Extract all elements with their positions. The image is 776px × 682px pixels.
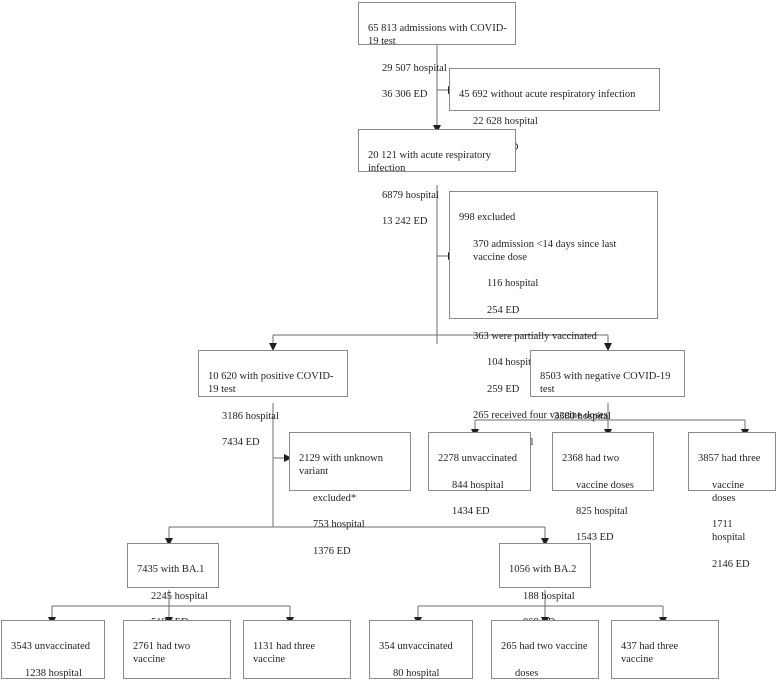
node-line: 8503 with negative COVID-19 test <box>540 371 671 396</box>
node-line: 65 813 admissions with COVID-19 test <box>368 23 507 48</box>
node-with-acute-respiratory-infection: 20 121 with acute respiratory infection … <box>358 129 516 227</box>
node-line: 80 hospital <box>393 667 440 679</box>
node-positive-covid-test: 10 620 with positive COVID-19 test 3186 … <box>198 350 348 448</box>
node-line: 354 unvaccinated <box>379 641 453 653</box>
node-line: doses <box>621 680 710 682</box>
node-line: vaccine doses <box>712 479 745 504</box>
node-line: 363 were partially vaccinated <box>473 331 597 343</box>
node-ba1-unvaccinated: 3543 unvaccinated 1238 hospital 2305 ED <box>1 620 105 679</box>
node-line: 104 hospital <box>487 357 539 369</box>
node-line: 844 hospital <box>452 479 504 491</box>
node-line: 20 121 with acute respiratory infection <box>368 150 492 175</box>
node-line: 254 ED <box>487 304 520 316</box>
node-line: 7435 with BA.1 <box>137 564 205 576</box>
node-line: 10 620 with positive COVID-19 test <box>208 371 334 396</box>
node-line: 1238 hospital <box>25 667 82 679</box>
node-line: 2146 ED <box>712 558 750 570</box>
node-negative-unvaccinated: 2278 unvaccinated 844 hospital 1434 ED <box>428 432 531 517</box>
node-without-acute-respiratory-infection: 45 692 without acute respiratory infecti… <box>449 68 660 153</box>
node-line: 3380 hospital <box>554 410 611 422</box>
node-all-admissions: 65 813 admissions with COVID-19 test 29 … <box>358 2 516 100</box>
node-line: 437 had three vaccine <box>621 641 679 666</box>
node-line: vaccine doses <box>576 479 635 491</box>
node-line: doses <box>253 680 342 682</box>
node-line: 370 admission <14 days since last vaccin… <box>473 238 617 263</box>
node-line: 3543 unvaccinated <box>11 641 91 653</box>
node-ba2-unvaccinated: 354 unvaccinated 80 hospital 274 ED <box>369 620 473 679</box>
node-line: 259 ED <box>487 383 520 395</box>
node-line: 1711 hospital <box>712 519 746 544</box>
node-negative-two-vaccine-doses: 2368 had two vaccine doses 825 hospital … <box>552 432 654 543</box>
node-line: 3186 hospital <box>222 410 279 422</box>
node-ba2: 1056 with BA.2 188 hospital 868 ED <box>499 543 591 628</box>
node-line: 998 excluded <box>459 212 516 224</box>
node-line: 2278 unvaccinated <box>438 453 518 465</box>
node-line: 22 628 hospital <box>473 115 538 127</box>
node-ba2-three-vaccine-doses: 437 had three vaccine doses 68 hospital … <box>611 620 719 682</box>
node-line: 1543 ED <box>576 532 614 544</box>
node-excluded: 998 excluded 370 admission <14 days sinc… <box>449 191 658 474</box>
node-ba2-two-vaccine-doses: 265 had two vaccine doses 40 hospital 22… <box>491 620 599 679</box>
node-line: 2129 with unknown variant <box>299 453 383 478</box>
node-negative-three-vaccine-doses: 3857 had three vaccine doses 1711 hospit… <box>688 432 776 570</box>
node-line: 753 hospital <box>313 519 365 531</box>
node-line: 29 507 hospital <box>382 62 447 74</box>
node-line: 45 692 without acute respiratory infecti… <box>459 89 636 101</box>
node-line: 2368 had two <box>562 453 620 465</box>
node-line: 36 306 ED <box>382 89 428 101</box>
node-line: doses <box>515 667 539 679</box>
node-line: 265 received four vaccine doses <box>473 410 608 422</box>
node-unknown-variant-excluded: 2129 with unknown variant excluded* 753 … <box>289 432 411 557</box>
node-line: 1056 with BA.2 <box>509 564 577 576</box>
node-line: 6879 hospital <box>382 189 439 201</box>
node-ba1: 7435 with BA.1 2245 hospital 5190 ED <box>127 543 219 628</box>
node-line: 2761 had two vaccine <box>133 641 191 666</box>
node-line: 825 hospital <box>576 506 628 518</box>
node-ba1-two-vaccine-doses: 2761 had two vaccine doses 672 hospital … <box>123 620 231 682</box>
node-line: 1376 ED <box>313 545 351 557</box>
node-line: 116 hospital <box>487 278 539 290</box>
node-line: excluded* <box>313 492 357 504</box>
node-negative-covid-test: 8503 with negative COVID-19 test 3380 ho… <box>530 350 685 448</box>
node-line: doses <box>133 680 222 682</box>
node-line: 13 242 ED <box>382 216 428 228</box>
node-ba1-three-vaccine-doses: 1131 had three vaccine doses 335 hospita… <box>243 620 351 682</box>
node-line: 7434 ED <box>222 437 260 449</box>
node-line: 1131 had three vaccine <box>253 641 316 666</box>
node-line: 3857 had three <box>698 453 761 465</box>
node-line: 1434 ED <box>452 506 490 518</box>
node-line: 188 hospital <box>523 590 575 602</box>
node-line: 2245 hospital <box>151 590 208 602</box>
node-line: 265 had two vaccine <box>501 641 588 653</box>
